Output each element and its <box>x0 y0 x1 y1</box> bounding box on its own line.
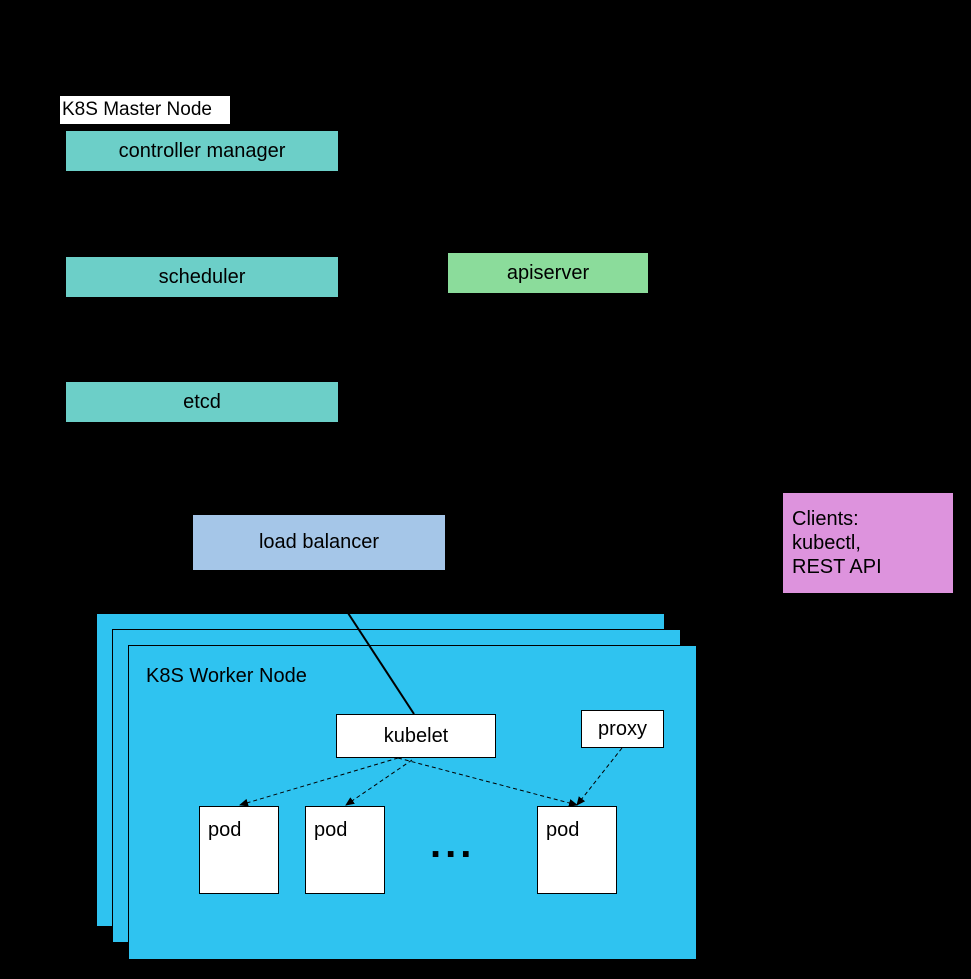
clients-line-2: kubectl, <box>792 532 861 554</box>
apiserver-box: apiserver <box>448 253 648 293</box>
proxy-box: proxy <box>581 710 664 748</box>
apiserver-label: apiserver <box>506 261 590 284</box>
proxy-pod3-arrow <box>576 747 623 806</box>
kubelet-pod1-arrow <box>239 757 399 807</box>
kubelet-box: kubelet <box>336 714 496 758</box>
pod-label: pod <box>314 819 348 841</box>
load-balancer-box: load balancer <box>193 515 445 570</box>
pod-label: pod <box>546 819 580 841</box>
pod-box: pod <box>537 806 617 894</box>
clients-box: Clients: kubectl, REST API <box>783 493 953 593</box>
scheduler-box: scheduler <box>66 257 338 297</box>
kubelet-pod3-arrow <box>397 757 578 807</box>
etcd-box: etcd <box>66 382 338 422</box>
pod-box: pod <box>305 806 385 894</box>
clients-line-3: REST API <box>792 556 882 578</box>
worker-node-front <box>128 645 697 960</box>
more-pods-ellipsis: ... <box>430 822 476 866</box>
controller-manager-label: controller manager <box>118 139 286 162</box>
worker-node-label: K8S Worker Node <box>146 665 307 687</box>
clients-line-1: Clients: <box>792 508 859 530</box>
load-balancer-label: load balancer <box>258 531 380 553</box>
pod-box: pod <box>199 806 279 894</box>
controller-manager-box: controller manager <box>66 131 338 171</box>
scheduler-label: scheduler <box>158 265 246 288</box>
proxy-label: proxy <box>598 717 647 740</box>
master-node-label: K8S Master Node <box>60 96 230 124</box>
pod-label: pod <box>208 819 242 841</box>
kubelet-pod2-arrow <box>345 759 413 806</box>
kubelet-label: kubelet <box>383 724 449 747</box>
etcd-label: etcd <box>183 390 221 413</box>
loadbalancer-kubelet-line <box>347 612 415 715</box>
